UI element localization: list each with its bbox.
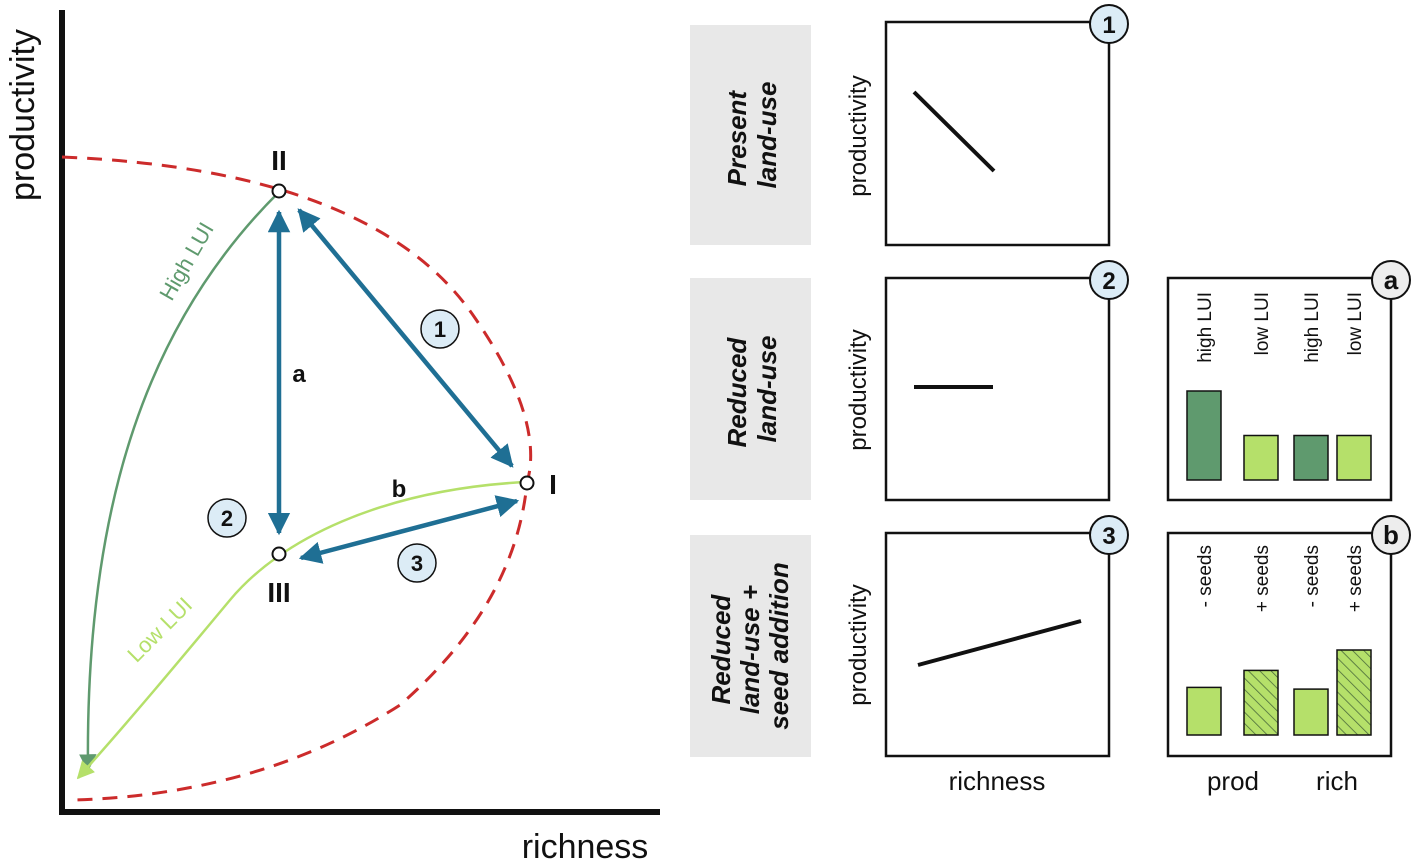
bar-b-label-1: + seeds <box>1252 545 1273 612</box>
bar-b-3 <box>1336 649 1372 736</box>
panel-1-frame <box>884 20 1111 247</box>
panel-1-ylabel: productivity <box>845 75 872 196</box>
bar-panels: a high LUI low LUI high LUI low LUI b - see… <box>1166 260 1411 796</box>
bar-panel-a-badge <box>1371 260 1411 300</box>
path-1-circle <box>420 309 460 349</box>
bar-a-label-1: low LUI <box>1252 292 1273 355</box>
bar-b-label-0: - seeds <box>1195 545 1216 607</box>
bar-b-label-3: + seeds <box>1345 545 1366 612</box>
bar-b-1 <box>1243 669 1279 736</box>
arrow-3 <box>298 495 520 564</box>
panel-1-line <box>912 90 996 173</box>
bar-xlabel-prod: prod <box>1207 766 1259 796</box>
bar-b-0 <box>1186 686 1222 736</box>
node-II-label: II <box>271 145 287 176</box>
panel-2-ylabel: productivity <box>845 329 872 450</box>
node-I-marker <box>519 475 535 491</box>
panels-xlabel: richness <box>949 766 1046 796</box>
panel-1-number: 1 <box>1102 12 1115 39</box>
bar-a-label-3: low LUI <box>1345 292 1366 355</box>
bar-a-1 <box>1243 434 1279 481</box>
bar-panel-b-bars: - seeds + seeds - seeds + seeds <box>1186 545 1372 736</box>
scenario-3-box <box>690 535 811 757</box>
panel-1-badge <box>1089 4 1129 44</box>
x-axis-label: richness <box>522 828 649 863</box>
node-I-label: I <box>549 469 557 500</box>
arrow-1 <box>297 208 514 468</box>
panel-3-ylabel: productivity <box>845 584 872 705</box>
panel-3-badge <box>1089 515 1129 555</box>
node-II-marker <box>271 183 287 199</box>
path-2-number: 2 <box>221 506 233 531</box>
path-3-circle <box>397 543 437 583</box>
panel-2-number: 2 <box>1102 268 1115 295</box>
bar-panel-b-letter: b <box>1383 520 1399 550</box>
frontier-curve <box>61 155 533 802</box>
bar-a-0 <box>1186 390 1222 481</box>
high-lui-label: High LUI <box>154 218 218 305</box>
node-III-label: III <box>267 577 290 608</box>
arrow-b-label: b <box>392 476 407 503</box>
panel-2-badge <box>1089 260 1129 300</box>
bar-a-2 <box>1293 434 1329 481</box>
path-3-number: 3 <box>411 551 423 576</box>
bar-b-2 <box>1293 688 1329 736</box>
scenario-labels: Present land-use Reduced land-use Reduce… <box>690 25 811 757</box>
bar-a-label-0: high LUI <box>1195 292 1216 363</box>
path-2-circle <box>207 498 247 538</box>
bar-b-label-2: - seeds <box>1302 545 1323 607</box>
panel-3-line <box>917 619 1082 667</box>
xy-panels: 1 productivity 2 productivity 3 producti… <box>845 4 1129 796</box>
main-diagram: productivity richness High LUI Low LUI a… <box>4 10 660 863</box>
high-lui-curve <box>79 191 280 772</box>
scenario-1-label: Present land-use <box>722 82 782 189</box>
bar-panel-a-letter: a <box>1384 265 1399 295</box>
scenario-3-label: Reduced land-use + seed addition <box>706 562 794 730</box>
y-axis-label: productivity <box>4 29 42 201</box>
node-III-marker <box>271 546 287 562</box>
path-1-number: 1 <box>434 317 446 342</box>
panel-3-number: 3 <box>1102 523 1115 550</box>
bar-a-label-2: high LUI <box>1302 292 1323 363</box>
arrow-a-label: a <box>292 361 306 388</box>
scenario-1-box <box>690 25 811 245</box>
bar-xlabel-rich: rich <box>1316 766 1358 796</box>
low-lui-label: Low LUI <box>122 592 197 667</box>
scenario-2-box <box>690 278 811 500</box>
scenario-2-label: Reduced land-use <box>722 330 782 447</box>
bar-panel-a-bars: high LUI low LUI high LUI low LUI <box>1186 292 1372 481</box>
bar-panel-b-badge <box>1371 515 1411 555</box>
bar-a-3 <box>1336 434 1372 481</box>
